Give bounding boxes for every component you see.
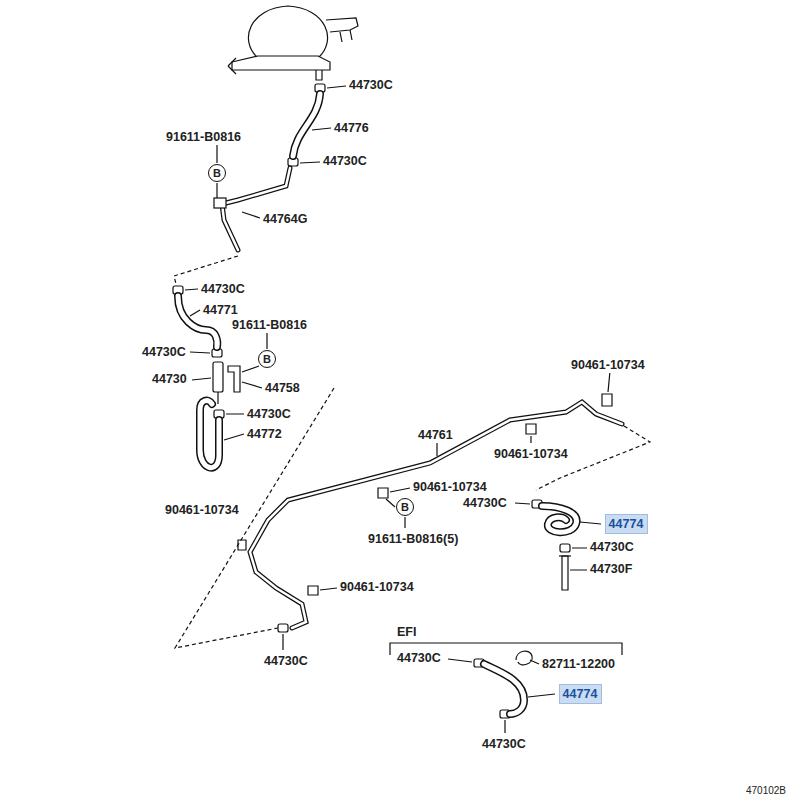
part-number: 90461-10734 [164, 503, 240, 518]
part-number: 82711-12200 [541, 657, 616, 672]
part-number: 44730C [246, 407, 292, 422]
part-number: 44730C [589, 540, 635, 555]
part-number: 44761 [417, 428, 454, 443]
part-number: 44730C [263, 654, 309, 669]
part-number: 44774 [563, 687, 598, 701]
part-number: 44774 [609, 517, 644, 531]
part-number: 44772 [246, 427, 283, 442]
part-number: 44730F [589, 562, 633, 577]
callout-circle: B [208, 164, 226, 182]
highlighted-part-number: 44774 [605, 514, 648, 534]
part-number: 470102B [745, 783, 787, 798]
callout-letter: B [213, 167, 221, 179]
part-number: 44730C [462, 496, 508, 511]
part-number: 44764G [262, 212, 308, 227]
part-number: 90461-10734 [493, 447, 569, 462]
part-number: 91611-B0816(5) [367, 532, 459, 547]
callout-circle: B [258, 350, 276, 368]
part-number: 44776 [333, 121, 370, 136]
part-number: 44771 [202, 303, 239, 318]
part-number: 44758 [264, 381, 301, 396]
part-number: 90461-10734 [339, 580, 415, 595]
part-number: 44730C [481, 737, 527, 752]
part-number: 91611-B0816 [165, 130, 242, 145]
highlighted-part-number: 44774 [559, 684, 602, 704]
callout-letter: B [401, 501, 409, 513]
part-number: 44730C [141, 345, 187, 360]
callout-circle: B [396, 498, 414, 516]
part-number: 44730C [322, 154, 368, 169]
part-number: 44730C [348, 78, 394, 93]
part-number: 44730C [396, 651, 442, 666]
part-number: 91611-B0816 [231, 318, 308, 333]
part-number: 90461-10734 [412, 480, 488, 495]
part-number: EFI [396, 625, 417, 640]
part-number: 44730 [151, 372, 188, 387]
part-number: 90461-10734 [570, 358, 646, 373]
callout-letter: B [263, 353, 271, 365]
part-number: 44730C [200, 282, 246, 297]
